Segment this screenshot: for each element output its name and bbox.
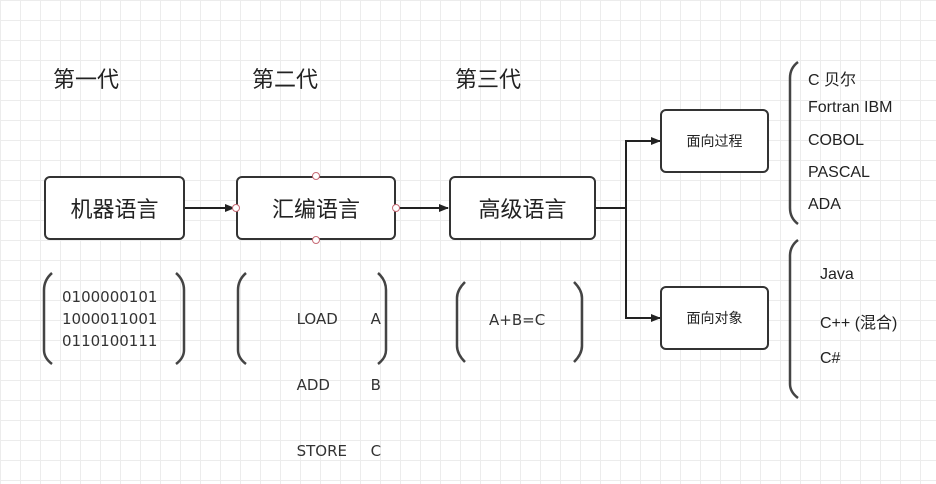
high-level-language-box[interactable]: 高级语言 xyxy=(449,176,596,240)
brace-assembly-left xyxy=(236,272,247,365)
assembly-op: STORE xyxy=(296,442,347,460)
object-oriented-label: 面向对象 xyxy=(686,311,743,327)
assembly-op: ADD xyxy=(296,376,330,394)
assembly-op: LOAD xyxy=(296,310,338,328)
assembly-code-line: STORE C xyxy=(268,418,381,484)
procedural-lang-item: Fortran IBM xyxy=(808,99,893,116)
procedural-lang-item: ADA xyxy=(808,196,841,213)
assembly-code-block: LOAD A ADD B STORE C xyxy=(268,286,381,484)
arrow-highlevel-to-procedural xyxy=(596,137,661,209)
procedural-lang-item: C 贝尔 xyxy=(808,72,857,89)
bracket-procedural xyxy=(788,61,799,225)
bracket-oo xyxy=(788,239,799,399)
oo-lang-item: Java xyxy=(820,266,854,283)
generation-3-label: 第三代 xyxy=(455,68,522,93)
assembly-arg: A xyxy=(370,310,381,328)
resize-handle-right[interactable] xyxy=(392,204,400,212)
machine-language-box[interactable]: 机器语言 xyxy=(44,176,185,240)
connector-layer xyxy=(42,61,799,399)
oo-lang-item: C++ (混合) xyxy=(820,315,898,332)
oo-lang-item: C# xyxy=(820,350,841,367)
diagram-canvas: 第一代 第二代 第三代 机器语言 汇编语言 高级语言 面向过程 面向对象 010… xyxy=(42,61,898,460)
high-level-code: A+B=C xyxy=(489,311,546,329)
assembly-language-box[interactable]: 汇编语言 xyxy=(236,176,396,240)
machine-code-line: 0110100111 xyxy=(62,332,158,350)
assembly-language-label: 汇编语言 xyxy=(271,198,360,223)
machine-code-line: 1000011001 xyxy=(62,310,158,328)
generation-2-label: 第二代 xyxy=(252,68,319,93)
resize-handle-left[interactable] xyxy=(232,204,240,212)
brace-highlevel-right xyxy=(573,281,584,363)
procedural-lang-item: PASCAL xyxy=(808,164,870,181)
brace-machine-right xyxy=(175,272,186,365)
machine-code-line: 0100000101 xyxy=(62,288,158,306)
assembly-arg: C xyxy=(370,442,382,460)
brace-assembly-right xyxy=(377,272,388,365)
procedural-label: 面向过程 xyxy=(686,134,743,150)
high-level-language-label: 高级语言 xyxy=(478,198,567,223)
brace-machine-left xyxy=(42,272,53,365)
assembly-arg: B xyxy=(370,376,381,394)
machine-code-block: 0100000101 1000011001 0110100111 xyxy=(62,286,157,352)
machine-language-label: 机器语言 xyxy=(70,198,159,223)
resize-handle-top[interactable] xyxy=(312,172,320,180)
assembly-code-line: LOAD A xyxy=(268,286,381,352)
brace-highlevel-left xyxy=(455,281,466,363)
resize-handle-bottom[interactable] xyxy=(312,236,320,244)
assembly-code-line: ADD B xyxy=(268,352,381,418)
procedural-lang-item: COBOL xyxy=(808,132,865,149)
generation-1-label: 第一代 xyxy=(53,68,120,93)
arrow-highlevel-to-oo xyxy=(625,208,661,322)
procedural-box[interactable]: 面向过程 xyxy=(660,109,769,173)
object-oriented-box[interactable]: 面向对象 xyxy=(660,286,769,350)
